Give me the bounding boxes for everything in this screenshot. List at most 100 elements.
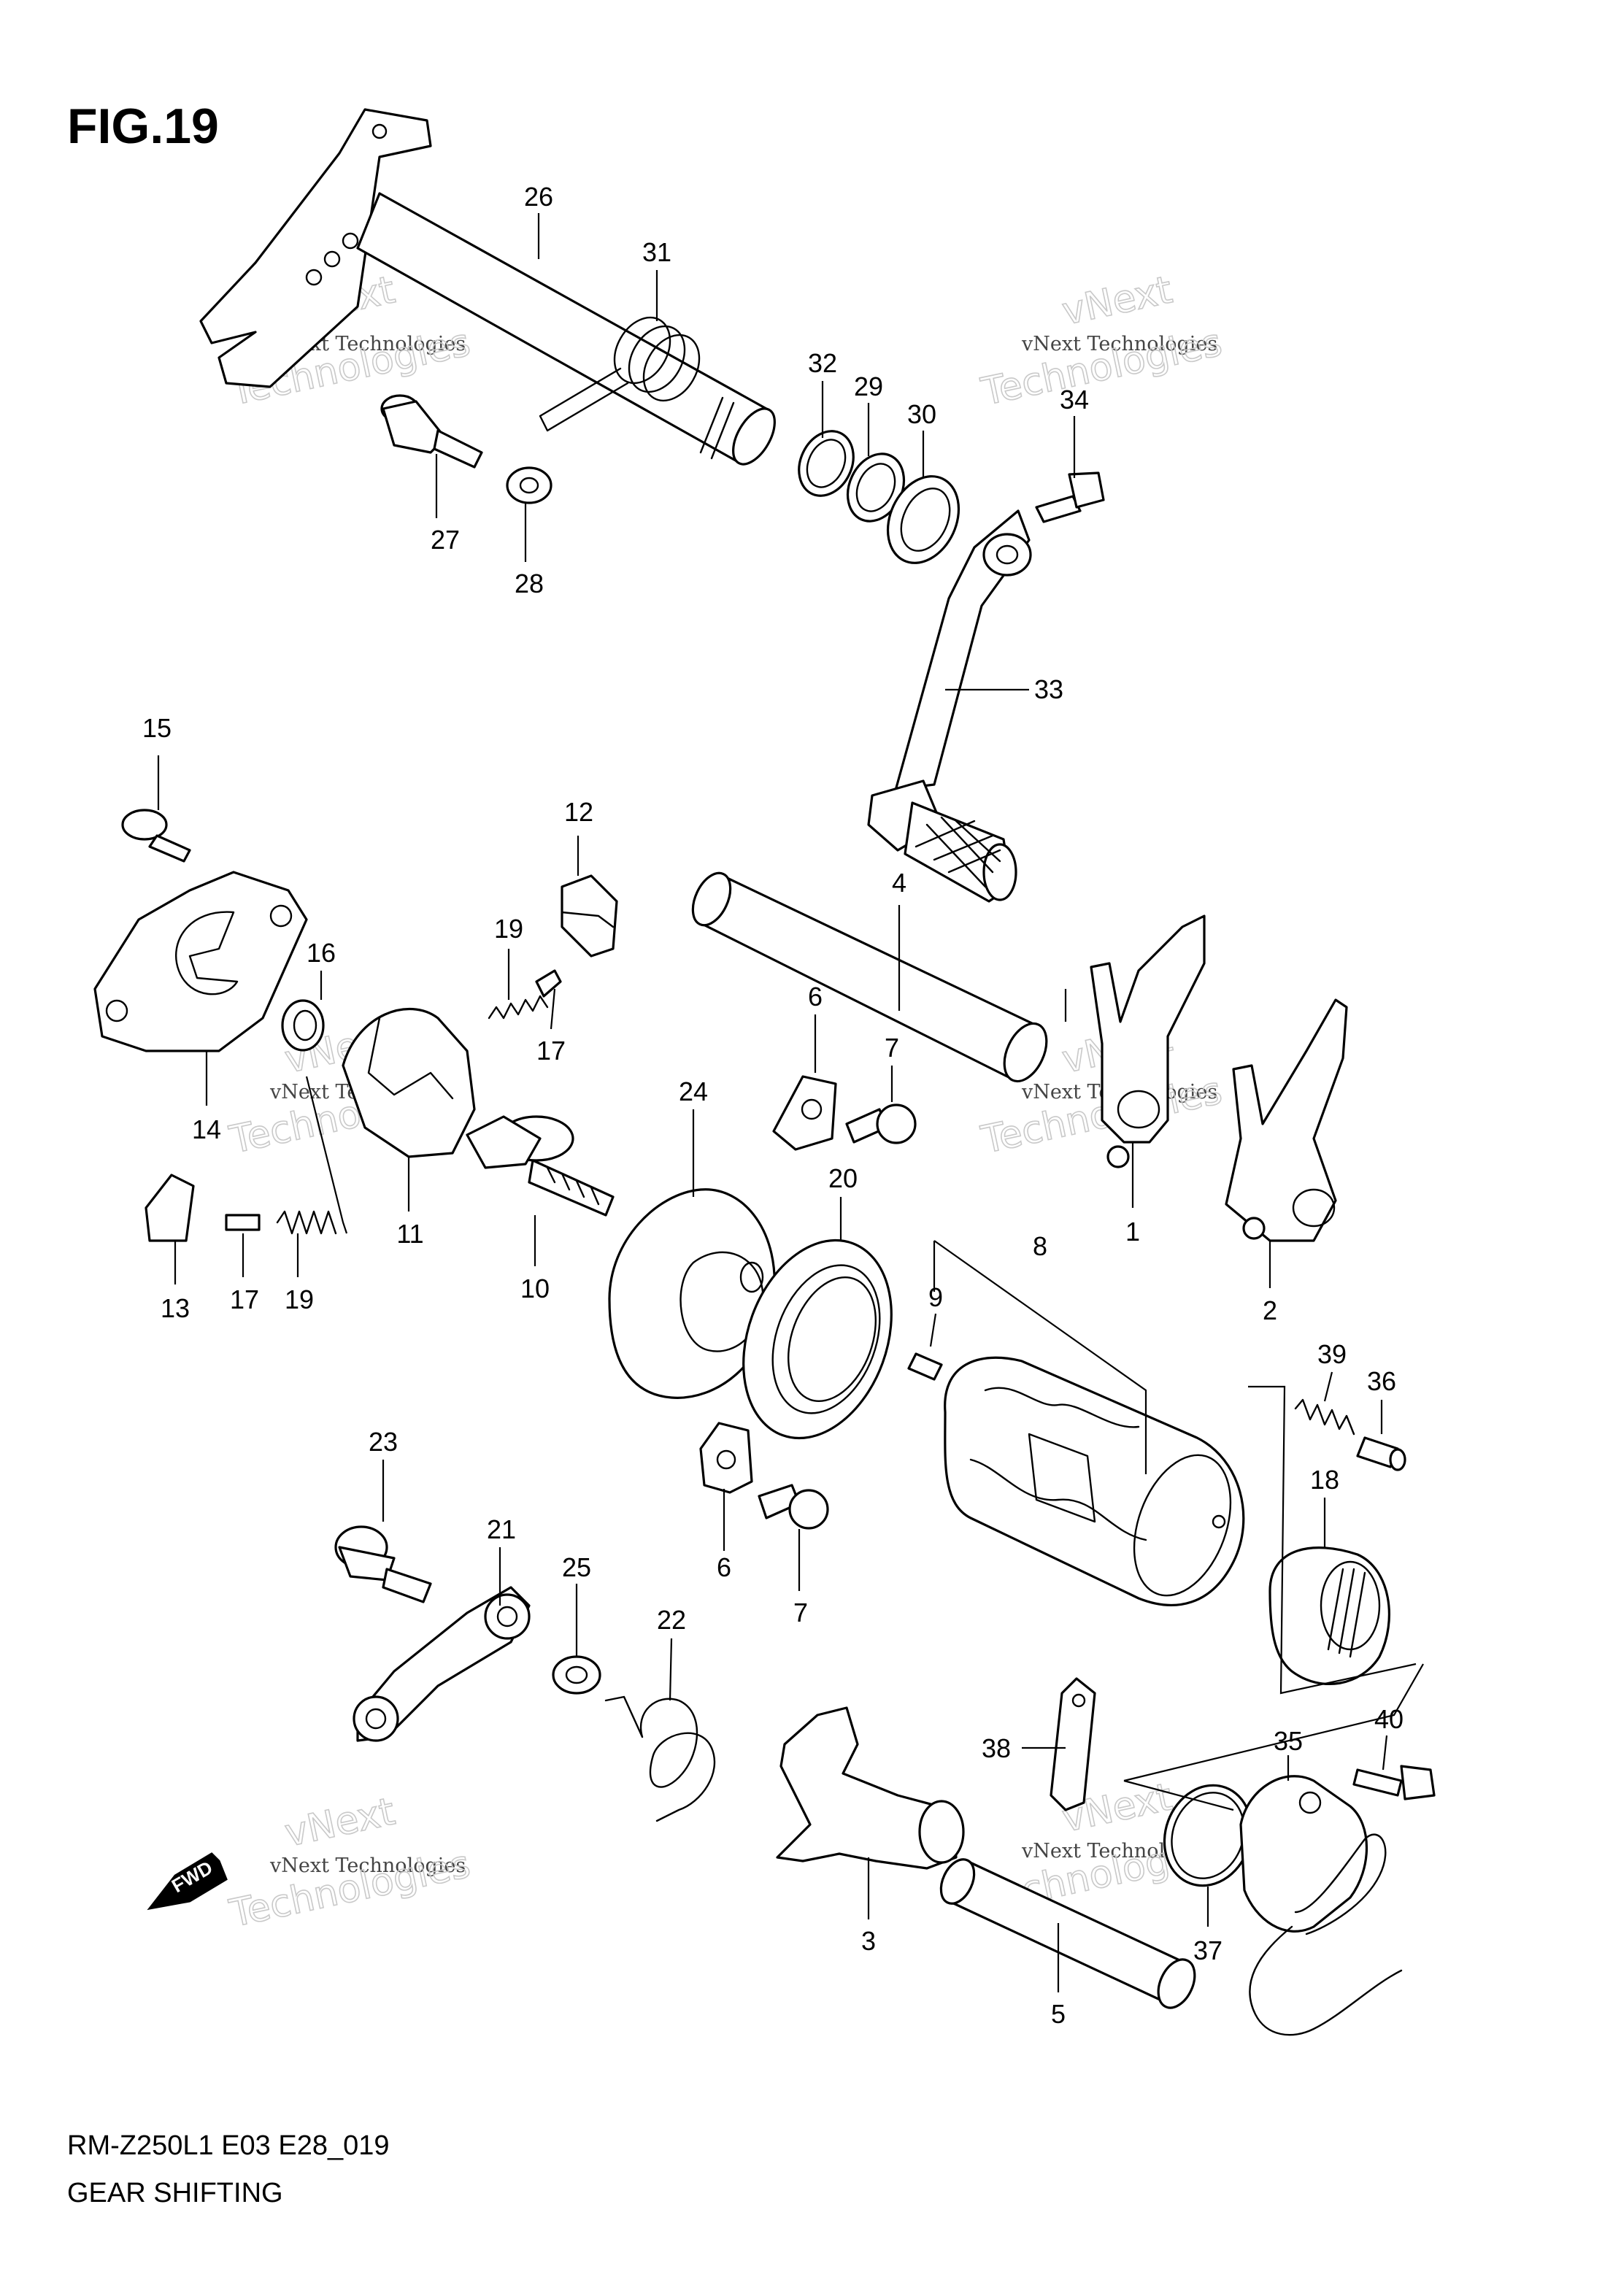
callout-13: 13 bbox=[161, 1293, 190, 1323]
part-15-screw bbox=[121, 809, 191, 863]
svg-text:vNext Technologies: vNext Technologies bbox=[1021, 333, 1217, 355]
callout-3: 3 bbox=[861, 1926, 876, 1956]
callout-30: 30 bbox=[907, 399, 936, 429]
fwd-arrow-icon: FWD bbox=[147, 1852, 228, 1911]
part-6b-bearing-retainer bbox=[699, 1422, 753, 1494]
callout-39: 39 bbox=[1317, 1339, 1347, 1369]
callout-17a: 17 bbox=[536, 1036, 566, 1066]
part-6a-bearing-retainer bbox=[772, 1075, 837, 1151]
callout-33: 33 bbox=[1034, 674, 1063, 704]
callout-labels: 26 31 32 29 30 34 27 28 33 15 12 4 19 16… bbox=[142, 182, 1404, 2029]
callout-6a: 6 bbox=[808, 982, 823, 1012]
svg-text:vNext: vNext bbox=[1058, 268, 1176, 334]
callout-26: 26 bbox=[524, 182, 553, 212]
figure-title: FIG.19 bbox=[67, 99, 219, 154]
part-26-gearshift-shaft bbox=[199, 108, 776, 466]
part-21-cam-stopper-arm bbox=[353, 1586, 531, 1742]
part-8-bracket-lines bbox=[933, 1240, 1147, 1474]
callout-12: 12 bbox=[564, 797, 593, 827]
callout-7a: 7 bbox=[885, 1033, 899, 1063]
part-17b-pin bbox=[225, 1214, 261, 1231]
callout-35: 35 bbox=[1274, 1726, 1303, 1756]
callout-32: 32 bbox=[808, 348, 837, 378]
part-9-pin bbox=[907, 1352, 943, 1381]
part-23-bolt bbox=[334, 1525, 432, 1603]
callout-40: 40 bbox=[1374, 1704, 1404, 1734]
part-31-return-spring bbox=[539, 316, 701, 432]
callout-24: 24 bbox=[679, 1076, 708, 1106]
part-38-clip bbox=[1050, 1677, 1096, 1811]
callout-20: 20 bbox=[828, 1163, 858, 1193]
part-1-shift-fork bbox=[1090, 914, 1206, 1168]
callout-5: 5 bbox=[1051, 1999, 1066, 2029]
part-36-pin bbox=[1356, 1436, 1406, 1471]
part-35-gear-position-sensor bbox=[1239, 1775, 1403, 2036]
callout-18: 18 bbox=[1310, 1465, 1339, 1495]
part-25-washer bbox=[552, 1655, 601, 1695]
part-11-cam-stopper bbox=[342, 1007, 476, 1158]
part-39-spring bbox=[1294, 1398, 1355, 1436]
callout-21: 21 bbox=[487, 1514, 516, 1544]
part-16-washer bbox=[281, 999, 325, 1052]
part-19b-spring bbox=[276, 1210, 337, 1235]
part-37-o-ring bbox=[1163, 1784, 1253, 1887]
part-33-gearshift-lever bbox=[867, 509, 1032, 903]
part-30-oil-seal bbox=[886, 475, 960, 564]
callout-2: 2 bbox=[1263, 1295, 1277, 1325]
callout-36: 36 bbox=[1367, 1366, 1396, 1396]
callout-37: 37 bbox=[1193, 1935, 1223, 1965]
part-35-bracket-lines bbox=[1123, 1663, 1424, 1811]
callout-38: 38 bbox=[982, 1733, 1011, 1763]
part-5-fork-shaft bbox=[939, 1858, 1196, 2009]
section-title: GEAR SHIFTING bbox=[67, 2178, 283, 2208]
callout-14: 14 bbox=[192, 1114, 221, 1144]
svg-text:vNext: vNext bbox=[281, 1790, 398, 1855]
leader-lines bbox=[157, 213, 1388, 1992]
callout-25: 25 bbox=[562, 1552, 591, 1582]
callout-17b: 17 bbox=[230, 1284, 259, 1314]
part-3-shift-fork bbox=[776, 1706, 965, 1870]
callout-23: 23 bbox=[369, 1427, 398, 1457]
callout-19b: 19 bbox=[285, 1284, 314, 1314]
model-code: RM-Z250L1 E03 E28_019 bbox=[67, 2130, 390, 2161]
part-7b-screw bbox=[758, 1484, 829, 1530]
part-8-gearshift-cam bbox=[944, 1356, 1245, 1606]
part-27-stopper-bolt bbox=[380, 394, 483, 469]
part-10-bolt bbox=[466, 1115, 615, 1217]
watermark-bottom-left: vNext Technologies vNext Technologies bbox=[225, 1790, 474, 1937]
part-19a-spring bbox=[488, 995, 549, 1020]
part-20-bearing bbox=[742, 1238, 893, 1440]
callout-28: 28 bbox=[515, 569, 544, 598]
callout-10: 10 bbox=[520, 1274, 550, 1303]
callout-22: 22 bbox=[657, 1605, 686, 1635]
callout-27: 27 bbox=[431, 525, 460, 555]
part-12-cam-guide bbox=[561, 874, 618, 958]
callout-16: 16 bbox=[307, 938, 336, 968]
callout-31: 31 bbox=[642, 237, 671, 267]
part-22-spring bbox=[604, 1695, 716, 1822]
callout-6b: 6 bbox=[717, 1552, 731, 1582]
watermark-top-right: vNext Technologies vNext Technologies bbox=[977, 268, 1226, 415]
svg-text:vNext Technologies: vNext Technologies bbox=[269, 1854, 466, 1877]
part-13-cam-guide bbox=[145, 1174, 195, 1242]
part-18-bracket-lines bbox=[1248, 1385, 1417, 1695]
part-18-needle-bearing bbox=[1268, 1546, 1390, 1686]
callout-1: 1 bbox=[1125, 1217, 1140, 1247]
part-34-bolt bbox=[1035, 471, 1105, 523]
part-28-washer bbox=[506, 466, 552, 504]
callout-34: 34 bbox=[1060, 385, 1089, 415]
callout-8: 8 bbox=[1033, 1231, 1047, 1261]
callout-4: 4 bbox=[892, 868, 906, 898]
part-17a-pin bbox=[535, 969, 562, 998]
callout-29: 29 bbox=[854, 371, 883, 401]
callout-9: 9 bbox=[928, 1282, 943, 1312]
callout-19a: 19 bbox=[494, 914, 523, 944]
callout-11: 11 bbox=[396, 1219, 423, 1249]
part-14-cam-plate bbox=[93, 871, 308, 1052]
part-40-bolt bbox=[1352, 1765, 1436, 1800]
callout-15: 15 bbox=[142, 713, 172, 743]
part-7a-screw bbox=[845, 1103, 917, 1144]
part-4-fork-shaft bbox=[691, 871, 1048, 1083]
part-32-circlip bbox=[798, 430, 855, 497]
